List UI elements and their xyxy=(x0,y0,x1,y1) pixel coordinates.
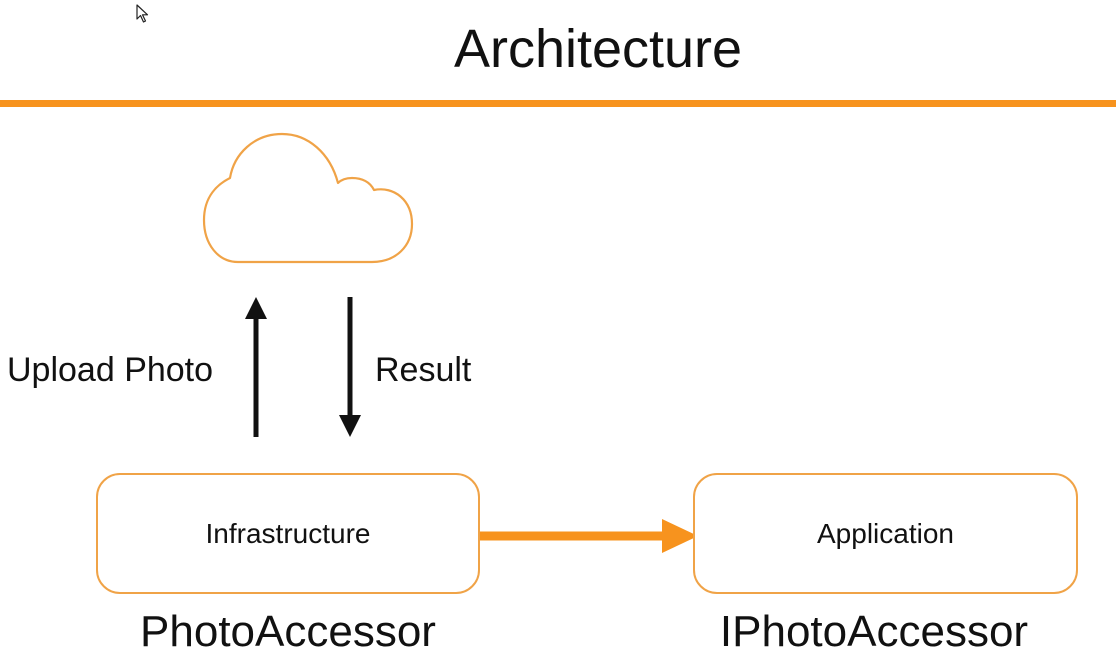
dependency-arrow xyxy=(480,519,698,553)
application-label: Application xyxy=(817,517,954,549)
result-arrow xyxy=(339,297,361,437)
title-divider xyxy=(0,100,1116,107)
infrastructure-label: Infrastructure xyxy=(205,517,371,549)
page-title: Architecture xyxy=(453,19,743,79)
mouse-pointer-icon xyxy=(136,4,149,23)
iphoto-accessor-caption: IPhotoAccessor xyxy=(719,607,1029,656)
upload-photo-label: Upload Photo xyxy=(7,351,214,389)
application-box: Application xyxy=(693,473,1078,594)
upload-arrow xyxy=(245,297,267,437)
result-label: Result xyxy=(375,351,472,389)
cloud-icon xyxy=(202,132,414,264)
photo-accessor-caption: PhotoAccessor xyxy=(140,607,436,656)
infrastructure-box: Infrastructure xyxy=(96,473,480,594)
